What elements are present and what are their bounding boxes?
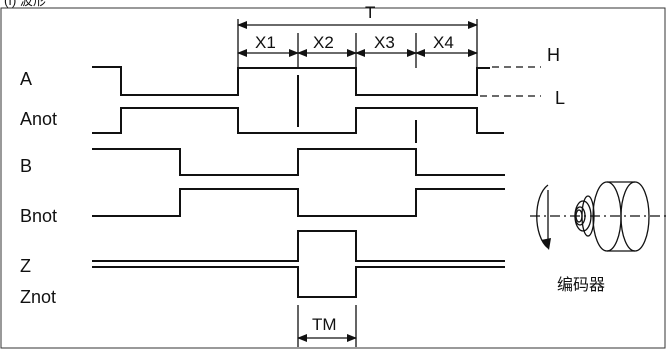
dimension-tm-label: TM (312, 315, 337, 334)
signal-label-anot: Anot (20, 109, 57, 129)
waveform-anot (92, 107, 504, 134)
signal-label-bnot: Bnot (20, 206, 57, 226)
encoder-caption: 编码器 (557, 275, 605, 294)
encoder-icon (530, 181, 666, 252)
waveform-a (92, 66, 490, 96)
signal-label-a: A (20, 69, 32, 89)
waveform-bnot (92, 188, 505, 217)
signal-label-b: B (20, 156, 32, 176)
dimension-x1-label: X1 (255, 33, 276, 52)
level-label-high: H (547, 45, 560, 65)
level-label-low: L (555, 88, 565, 108)
header-text: (f) 波形 (4, 0, 46, 8)
waveform-b (92, 148, 505, 176)
dimension-x3-label: X3 (374, 33, 395, 52)
dimension-x2-label: X2 (313, 33, 334, 52)
signal-label-z: Z (20, 256, 31, 276)
waveform-znot (92, 266, 505, 298)
dimension-x4-label: X4 (433, 33, 454, 52)
diagram-frame (0, 7, 666, 349)
dimension-t-label: T (365, 3, 375, 22)
signal-label-znot: Znot (20, 287, 56, 307)
waveform-z (92, 230, 505, 262)
